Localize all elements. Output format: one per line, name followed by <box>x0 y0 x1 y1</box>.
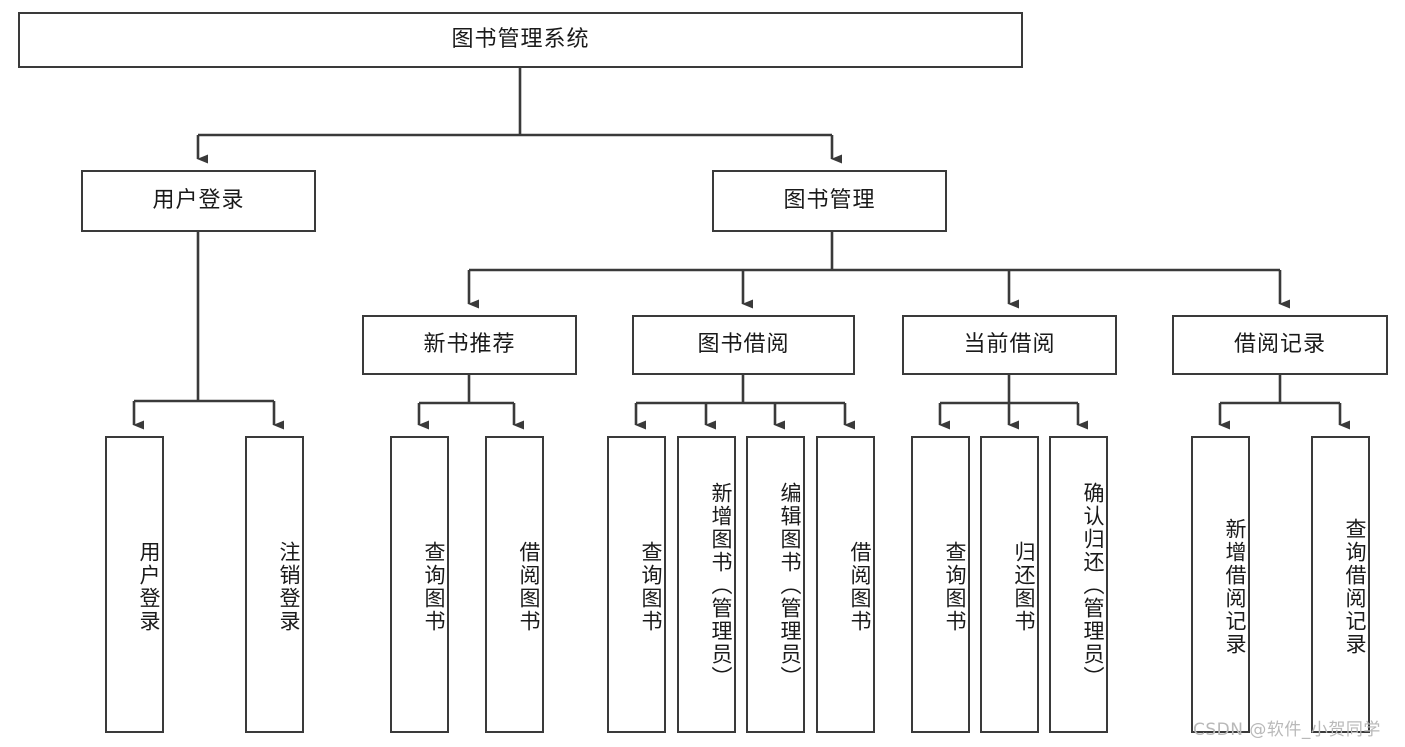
leaf-current-borrow-confirm-return-admin[interactable]: 确认归还（管理员） <box>1049 436 1108 733</box>
leaf-book-borrow-add-book-admin[interactable]: 新增图书（管理员） <box>677 436 736 733</box>
leaf-user-login-logout[interactable]: 注销登录 <box>245 436 304 733</box>
leaf-book-borrow-borrow-books[interactable]: 借阅图书 <box>816 436 875 733</box>
node-root-book-management-system[interactable]: 图书管理系统 <box>18 12 1023 68</box>
leaf-book-borrow-query-books[interactable]: 查询图书 <box>607 436 666 733</box>
leaf-borrow-record-add-record[interactable]: 新增借阅记录 <box>1191 436 1250 733</box>
node-borrowing-record[interactable]: 借阅记录 <box>1172 315 1388 375</box>
leaf-current-borrow-return-books[interactable]: 归还图书 <box>980 436 1039 733</box>
node-book-management[interactable]: 图书管理 <box>712 170 947 232</box>
leaf-new-book-query-books[interactable]: 查询图书 <box>390 436 449 733</box>
node-user-login[interactable]: 用户登录 <box>81 170 316 232</box>
node-new-book-recommendation[interactable]: 新书推荐 <box>362 315 577 375</box>
leaf-current-borrow-query-books[interactable]: 查询图书 <box>911 436 970 733</box>
node-current-borrowing[interactable]: 当前借阅 <box>902 315 1117 375</box>
leaf-new-book-borrow-books[interactable]: 借阅图书 <box>485 436 544 733</box>
leaf-borrow-record-query-record[interactable]: 查询借阅记录 <box>1311 436 1370 733</box>
node-book-borrowing[interactable]: 图书借阅 <box>632 315 855 375</box>
leaf-user-login-login[interactable]: 用户登录 <box>105 436 164 733</box>
csdn-watermark: CSDN @软件_小贺同学 <box>1193 720 1381 740</box>
leaf-book-borrow-edit-book-admin[interactable]: 编辑图书（管理员） <box>746 436 805 733</box>
